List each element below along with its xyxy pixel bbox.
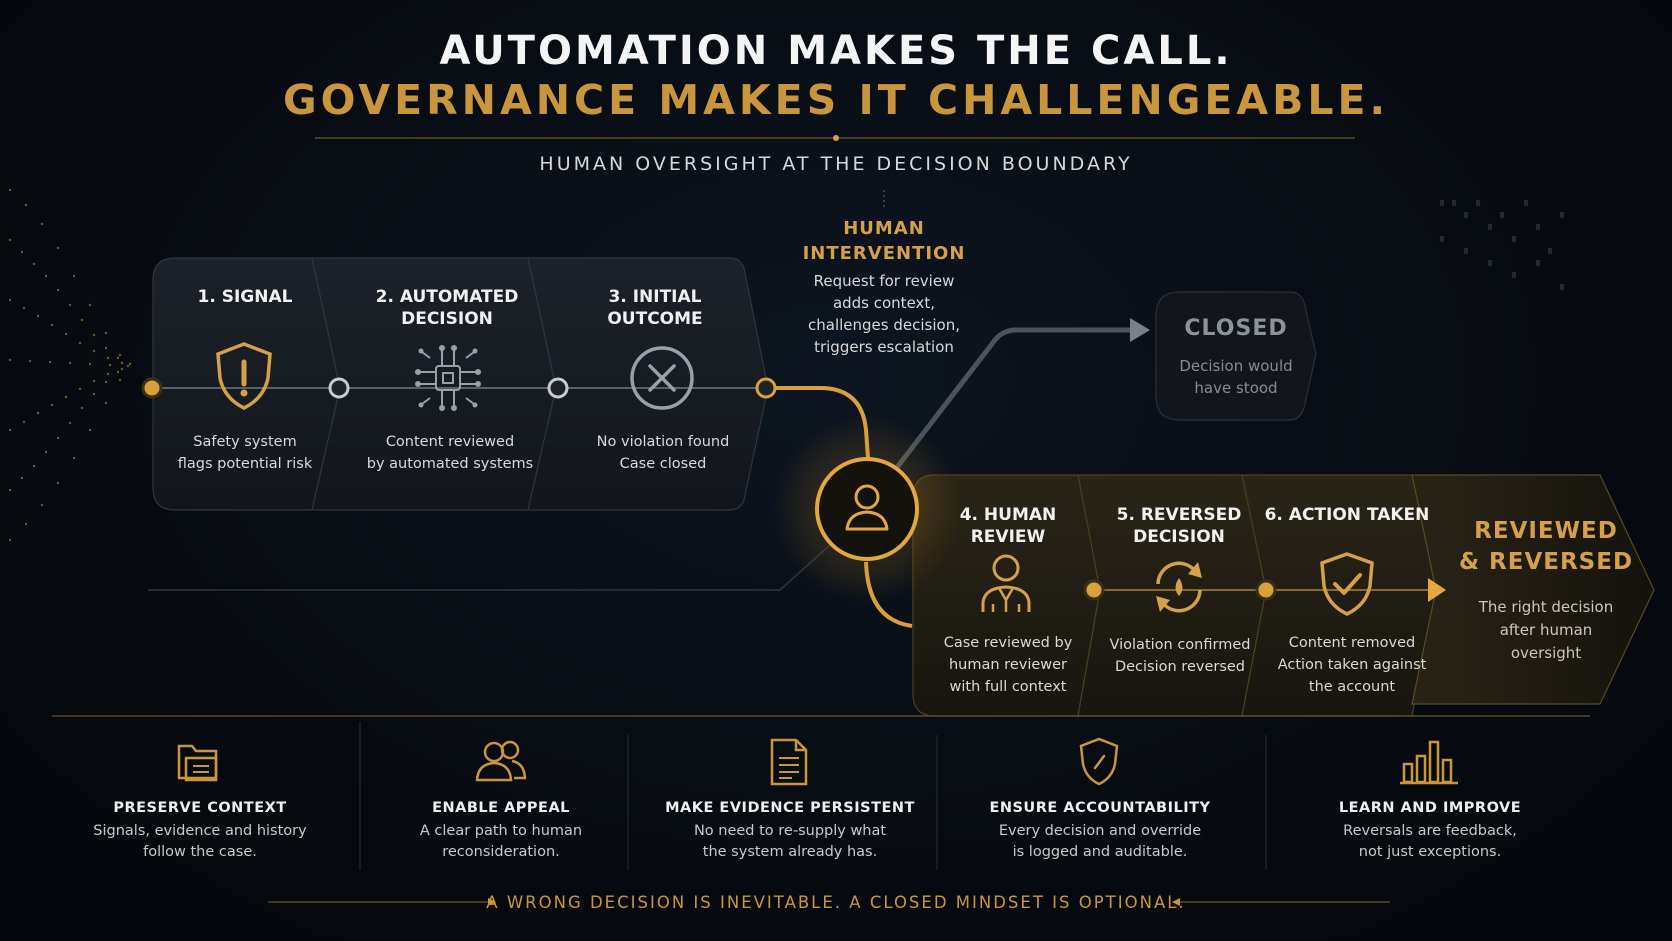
reviewer-icon (981, 554, 1031, 612)
feature-title: MAKE EVIDENCE PERSISTENT (665, 800, 915, 816)
feature-learn-improve: LEARN AND IMPROVE Reversals are feedback… (1280, 800, 1580, 863)
intervention-desc-line: challenges decision, (808, 316, 960, 334)
step-desc-line: the account (1308, 679, 1396, 695)
feature-desc-line: reconsideration. (442, 844, 560, 860)
step-title: 3. INITIAL OUTCOME (607, 287, 703, 329)
footer-tagline: A WRONG DECISION IS INEVITABLE. A CLOSED… (486, 893, 1186, 912)
intervention-desc-line: adds context, (832, 294, 936, 312)
feature-desc-line: not just exceptions. (1358, 844, 1502, 860)
step-desc-line: No violation found (596, 434, 730, 450)
step-desc-line: flags potential risk (177, 456, 313, 472)
dot-wave-decoration (8, 188, 132, 542)
title-divider (315, 135, 1355, 141)
step-desc-line: human reviewer (948, 657, 1068, 673)
feature-desc-line: Signals, evidence and history (93, 823, 307, 839)
feature-desc-line: the system already has. (702, 844, 878, 860)
feature-desc-line: Reversals are feedback, (1343, 823, 1517, 839)
step-title: 2. AUTOMATED (375, 287, 519, 307)
document-icon (770, 738, 808, 786)
feature-persistent-evidence: MAKE EVIDENCE PERSISTENT No need to re-s… (640, 800, 940, 863)
lower-connector-line (148, 535, 841, 591)
step-title: 4. HUMAN REVIEW (959, 505, 1057, 547)
step-title: DECISION (1133, 527, 1225, 547)
step-desc-line: with full context (949, 679, 1067, 695)
closed-arrowhead (1130, 318, 1150, 342)
step-desc-line: Action taken against (1277, 657, 1427, 673)
shield-check-icon (1320, 552, 1374, 616)
step-reversed-decision: 5. REVERSED DECISION (1098, 504, 1260, 548)
bottom-flow-panels (912, 474, 1655, 717)
result-reviewed-reversed: REVIEWED & REVERSED The right decision a… (1446, 516, 1646, 665)
bar-chart-icon (1400, 740, 1458, 785)
step-desc-line: Case reviewed by (943, 635, 1073, 651)
feature-accountability: ENSURE ACCOUNTABILITY Every decision and… (950, 800, 1250, 863)
step-title: DECISION (401, 309, 493, 329)
result-desc-line: after human (1499, 621, 1593, 639)
feature-desc-line: No need to re-supply what (693, 823, 887, 839)
step-human-review: 4. HUMAN REVIEW (925, 504, 1091, 548)
feature-enable-appeal: ENABLE APPEAL A clear path to human reco… (370, 800, 632, 863)
human-intervention-label: HUMAN INTERVENTION Request for review ad… (774, 216, 994, 358)
feature-desc-line: A clear path to human (419, 823, 583, 839)
shield-icon (1079, 737, 1119, 786)
shield-warning-icon (216, 342, 272, 410)
footer-rules (268, 898, 1390, 906)
intervention-title: HUMAN (843, 218, 925, 239)
result-desc-line: oversight (1510, 644, 1582, 662)
feature-title: PRESERVE CONTEXT (113, 800, 287, 816)
folder-icon (177, 744, 218, 782)
closed-path-arrow (892, 327, 1135, 473)
ai-chip-icon (415, 345, 481, 411)
x-circle-icon (630, 346, 694, 410)
feature-desc-line: follow the case. (143, 844, 257, 860)
step-automated-decision: 2. AUTOMATED DECISION (352, 286, 542, 330)
person-icon (845, 484, 889, 531)
step-desc-line: Content removed (1288, 635, 1416, 651)
page-title-accent: GOVERNANCE MAKES IT CHALLENGEABLE. (282, 76, 1390, 124)
result-desc-line: The right decision (1478, 598, 1614, 616)
step-desc-line: Safety system (193, 434, 297, 450)
feature-preserve-context: PRESERVE CONTEXT Signals, evidence and h… (60, 800, 340, 863)
intervention-desc-line: Request for review (813, 272, 955, 290)
feature-title: ENSURE ACCOUNTABILITY (989, 800, 1211, 816)
feature-desc-line: Every decision and override (998, 823, 1202, 839)
intervention-title: INTERVENTION (802, 243, 966, 264)
closed-desc-line: have stood (1194, 379, 1278, 397)
step-signal: 1. SIGNAL (165, 286, 325, 308)
step-title: 6. ACTION TAKEN (1264, 505, 1430, 525)
intervention-desc-line: triggers escalation (814, 338, 954, 356)
step-action-taken: 6. ACTION TAKEN (1262, 504, 1432, 526)
step-desc-line: Content reviewed (385, 434, 515, 450)
step-desc-line: Case closed (619, 456, 707, 472)
feature-dividers (359, 722, 1267, 870)
feature-title: ENABLE APPEAL (432, 800, 570, 816)
step-desc-line: Decision reversed (1114, 659, 1246, 675)
reverse-cycle-icon (1156, 561, 1202, 613)
closed-title: CLOSED (1184, 316, 1288, 341)
dot-grid-decoration (1440, 200, 1564, 290)
step-title: 1. SIGNAL (197, 287, 293, 307)
people-icon (475, 740, 527, 782)
closed-outcome: CLOSED Decision would have stood (1156, 316, 1316, 399)
closed-desc-line: Decision would (1179, 357, 1293, 375)
step-title: 5. REVERSED (1116, 505, 1242, 525)
result-title: & REVERSED (1458, 549, 1634, 575)
closed-panel-shape (1155, 291, 1317, 421)
result-title: REVIEWED (1474, 518, 1618, 544)
step-desc-line: by automated systems (366, 456, 534, 472)
feature-desc-line: is logged and auditable. (1012, 844, 1188, 860)
page-subtitle: HUMAN OVERSIGHT AT THE DECISION BOUNDARY (539, 153, 1133, 175)
page-title: AUTOMATION MAKES THE CALL. (439, 28, 1233, 74)
feature-title: LEARN AND IMPROVE (1338, 800, 1522, 816)
flow-nodes (141, 377, 1446, 602)
step-desc-line: Violation confirmed (1109, 637, 1251, 653)
step-initial-outcome: 3. INITIAL OUTCOME (560, 286, 750, 330)
